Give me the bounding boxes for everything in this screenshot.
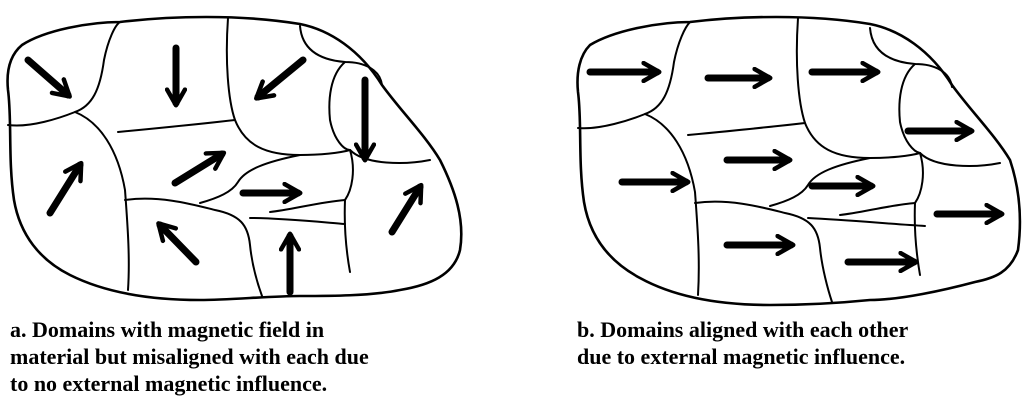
panel-b-diagram [576, 15, 1022, 307]
caption-a-text: . Domains with magnetic field in materia… [10, 317, 369, 396]
panel-a-diagram [6, 15, 463, 302]
caption-a: a. Domains with magnetic field in materi… [10, 316, 500, 397]
material-outline-b [576, 15, 1022, 307]
material-outline-a [6, 15, 463, 302]
domain-arrow [388, 182, 424, 236]
caption-a-letter: a [10, 317, 21, 342]
domain-arrow [171, 150, 227, 187]
domain-arrows-a [24, 44, 424, 296]
domain-arrow [46, 160, 84, 217]
caption-b: b. Domains aligned with each other due t… [577, 316, 1017, 370]
caption-b-letter: b [577, 317, 590, 342]
domain-arrow [24, 56, 72, 99]
domain-walls-a [7, 17, 431, 297]
caption-b-text: . Domains aligned with each other due to… [577, 317, 909, 369]
domain-walls-b [577, 17, 1001, 303]
domain-arrows-b [586, 60, 1005, 274]
domain-arrow [156, 221, 200, 266]
domain-arrow [254, 56, 307, 101]
